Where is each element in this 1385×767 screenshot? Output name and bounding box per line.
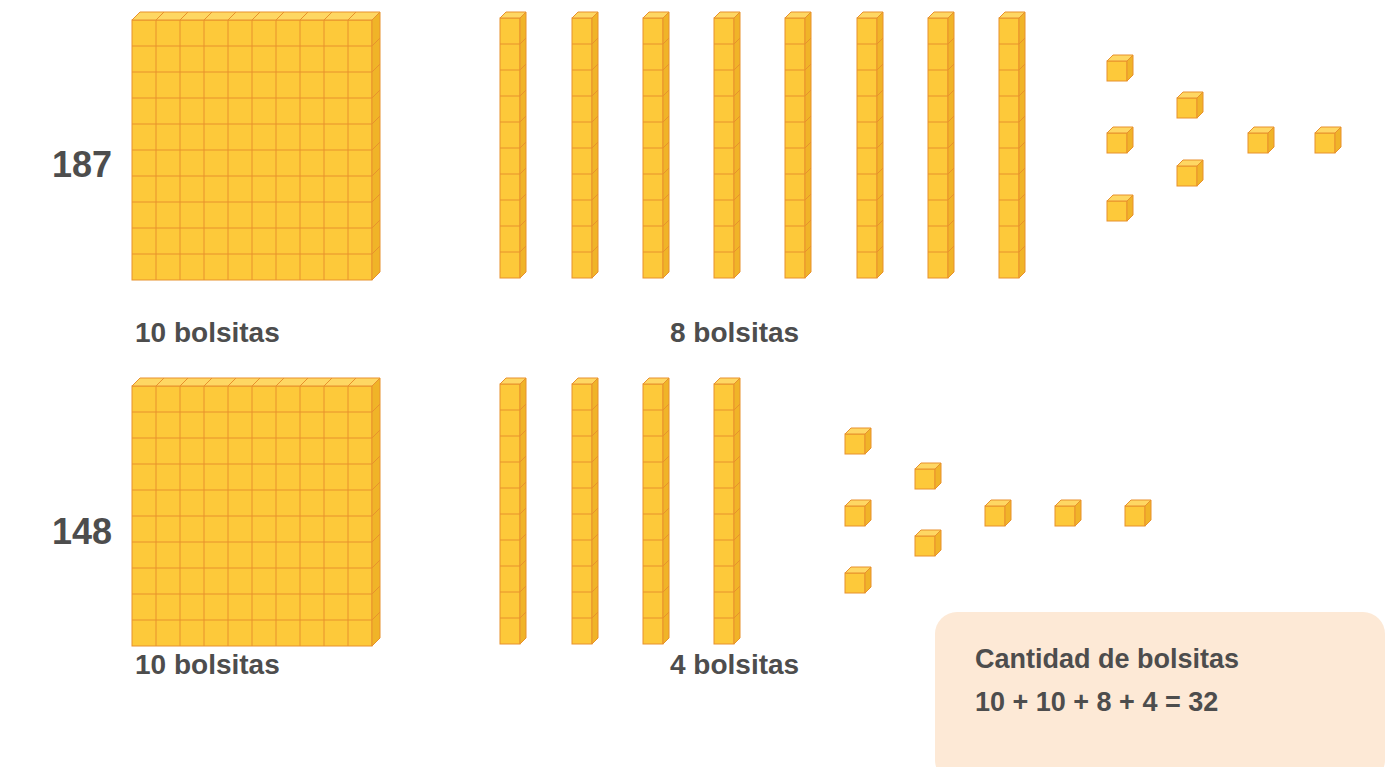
unit-cube [1125,500,1151,526]
unit-cube [1107,127,1133,153]
unit-cube [1315,127,1341,153]
row-number: 187 [52,143,112,186]
unit-cube [1107,55,1133,81]
unit-cube [985,500,1011,526]
unit-cube [915,463,941,489]
ten-rod [999,12,1025,278]
box-sum: 10 + 10 + 8 + 4 = 32 [975,681,1345,724]
ten-rod [500,378,526,644]
ten-rod [643,378,669,644]
ten-rod [643,12,669,278]
ten-rod [572,12,598,278]
unit-cube [1177,92,1203,118]
ten-rod [714,378,740,644]
box-heading: Cantidad de bolsitas [975,638,1345,681]
row-148 [132,378,1151,646]
bag-count: 4 bolsitas [670,648,799,682]
row-187 [132,12,1341,280]
ten-rod [857,12,883,278]
bag-count: 8 bolsitas [670,316,799,350]
unit-cube [845,500,871,526]
unit-cube [915,530,941,556]
unit-cube [845,428,871,454]
bag-count: 10 bolsitas [135,648,280,682]
bag-count: 10 bolsitas [135,316,280,350]
ten-rod [572,378,598,644]
unit-cube [1055,500,1081,526]
hundred-flat [132,12,380,280]
ten-rod [500,12,526,278]
row-number: 148 [52,510,112,553]
unit-cube [845,567,871,593]
hundred-flat [132,378,380,646]
unit-cube [1107,195,1133,221]
summary-box: Cantidad de bolsitas10 + 10 + 8 + 4 = 32 [935,612,1385,767]
unit-cube [1248,127,1274,153]
unit-cube [1177,160,1203,186]
ten-rod [714,12,740,278]
ten-rod [785,12,811,278]
ten-rod [928,12,954,278]
